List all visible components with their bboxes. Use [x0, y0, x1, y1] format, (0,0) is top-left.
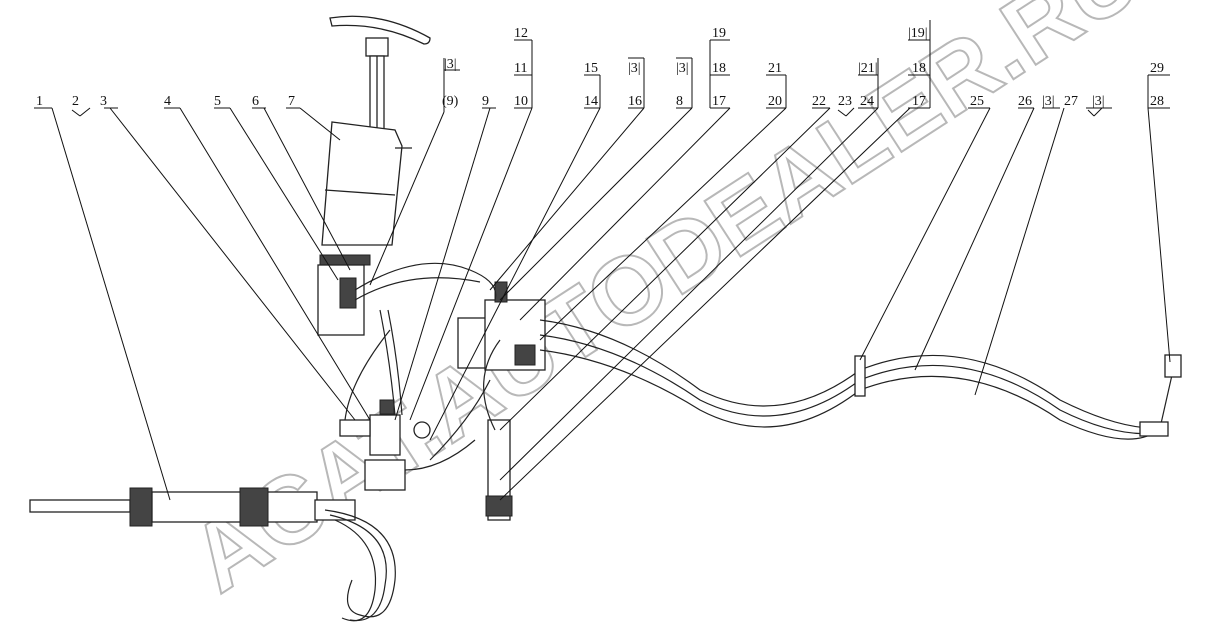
label-15: 15	[584, 61, 598, 76]
label-7: 7	[288, 94, 295, 109]
label-25: 25	[970, 94, 984, 109]
label-3-ref-d: |3|	[1042, 94, 1055, 109]
label-29: 29	[1150, 61, 1164, 76]
label-23: 23	[838, 94, 852, 109]
label-5: 5	[214, 94, 221, 109]
label-14: 14	[584, 94, 598, 109]
label-2: 2	[72, 94, 79, 109]
label-12: 12	[514, 26, 528, 41]
label-3-ref-b: |3|	[628, 61, 641, 76]
valve-assembly	[339, 399, 431, 491]
leader-lines	[34, 20, 1171, 501]
label-9-ref: (9)	[442, 94, 459, 109]
label-26: 26	[1018, 94, 1032, 109]
label-28: 28	[1150, 94, 1164, 109]
label-8: 8	[676, 94, 683, 109]
label-18: 18	[712, 61, 726, 76]
label-6: 6	[252, 94, 259, 109]
label-17-second: 17	[912, 94, 926, 109]
steering-column	[317, 15, 431, 336]
label-21: 21	[768, 61, 782, 76]
label-16: 16	[628, 94, 642, 109]
label-22: 22	[812, 94, 826, 109]
label-19-ref: |19|	[908, 26, 928, 41]
label-18-second: 18	[912, 61, 926, 76]
label-21-ref: |21|	[858, 61, 878, 76]
label-27: 27	[1064, 94, 1078, 109]
label-20: 20	[768, 94, 782, 109]
label-10: 10	[514, 94, 528, 109]
label-3-ref-c: |3|	[676, 61, 689, 76]
label-3-ref-e: |3|	[1092, 94, 1105, 109]
label-4: 4	[164, 94, 171, 109]
label-17: 17	[712, 94, 726, 109]
part-labels: 1 2 3 4 5 6 7 |3| (9) 9 12 11 10 15 14 |…	[36, 26, 1164, 109]
label-3: 3	[100, 94, 107, 109]
priority-valve	[457, 281, 546, 521]
label-19: 19	[712, 26, 726, 41]
label-11: 11	[514, 61, 527, 76]
label-9: 9	[482, 94, 489, 109]
hoses	[344, 262, 1182, 471]
label-3-ref-a: |3|	[444, 57, 457, 72]
steering-cylinder	[29, 487, 396, 622]
label-24: 24	[860, 94, 874, 109]
label-1: 1	[36, 94, 43, 109]
